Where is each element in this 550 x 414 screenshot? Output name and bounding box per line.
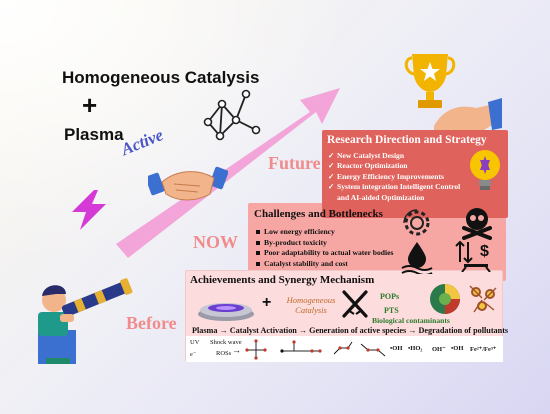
check-icon: ✓ [328, 182, 335, 192]
telescope-person-icon [38, 278, 133, 364]
plasma-title: Plasma [64, 125, 124, 144]
check-icon: ✓ [328, 151, 335, 160]
uv-label: UV [190, 339, 200, 346]
pts-label: PTS [384, 306, 399, 315]
list-item: and AI-aided Optimization [337, 192, 425, 202]
peroxide-structure-icon [333, 341, 353, 355]
check-icon: ✓ [328, 171, 335, 181]
now-label: NOW [193, 232, 238, 252]
list-item: Poor adaptability to actual water bodies [256, 248, 393, 259]
before-label: Before [126, 313, 177, 333]
synergy-mechanism-text: Plasma → Catalyst Activation → Generatio… [192, 326, 509, 335]
plus-sign: + [82, 90, 98, 120]
peroxy-structure-icon [280, 340, 322, 353]
main-title: Homogeneous Catalysis [62, 68, 260, 87]
biological-contaminants-label: Biological contaminants [372, 316, 450, 325]
achievements-title: Achievements and Synergy Mechanism [190, 274, 375, 286]
hydroxyl-radical-label: •OH [390, 345, 403, 352]
list-item: ✓System integration Intelligent Control [328, 182, 461, 192]
list-item: By-product toxicity [256, 238, 393, 249]
pops-label: POPs [380, 292, 400, 301]
research-direction-title: Research Direction and Strategy [327, 134, 487, 146]
plus-connector: + [262, 294, 272, 311]
handshake-icon [148, 166, 228, 201]
skull-icon [462, 208, 492, 240]
ros-label: ROSs [216, 350, 232, 357]
research-direction-list: ✓New Catalyst Design ✓Reactor Optimizati… [328, 151, 460, 203]
shock-wave-label: Shock wave [210, 339, 242, 346]
list-item: Catalyst stability and cost [256, 259, 393, 270]
list-item: ✓Energy Efficiency Improvements [328, 171, 444, 181]
ozone-structure-icon [245, 339, 267, 360]
hydroperoxyl-label: •HO₂ [408, 345, 423, 352]
arrow-glyph: → [232, 345, 241, 355]
challenges-list: Low energy efficiency By-product toxicit… [256, 227, 393, 269]
water-drop-icon [401, 242, 433, 274]
check-icon: ✓ [328, 161, 335, 171]
future-label: Future [268, 153, 321, 173]
hand-icon [434, 98, 502, 136]
svg-text:$: $ [480, 243, 489, 260]
molecule-icon [203, 89, 261, 141]
crossed-swords-icon [342, 290, 368, 318]
lightning-icon [72, 190, 106, 230]
electron-label: e⁻ [190, 351, 197, 358]
challenges-title: Challenges and Bottlenecks [254, 208, 383, 220]
bacteria-icon [469, 285, 497, 313]
gear-icon [403, 209, 430, 236]
iron-ions-label: Fe²⁺/Fe³⁺ [470, 346, 497, 353]
list-item: ✓Reactor Optimization [328, 161, 408, 171]
active-species-row: UV Shock wave e⁻ ROSs → •OH •HO₂ OH⁻ •OH… [186, 336, 503, 362]
hydroxide-label: OH⁻ [432, 346, 446, 353]
lightbulb-icon [470, 150, 500, 190]
list-item: ✓New Catalyst Design [328, 151, 405, 160]
plasma-reactor-icon [198, 303, 254, 321]
hydrogen-peroxide-icon [360, 343, 386, 357]
trophy-icon [404, 54, 456, 108]
homogeneous-catalysis-label: Homogeneous Catalysis [286, 295, 336, 315]
pie-chart-icon [430, 284, 460, 314]
hydroxyl-radical-label-2: •OH [451, 345, 464, 352]
list-item: Low energy efficiency [256, 227, 393, 238]
money-arrows-icon: $ [455, 240, 491, 272]
